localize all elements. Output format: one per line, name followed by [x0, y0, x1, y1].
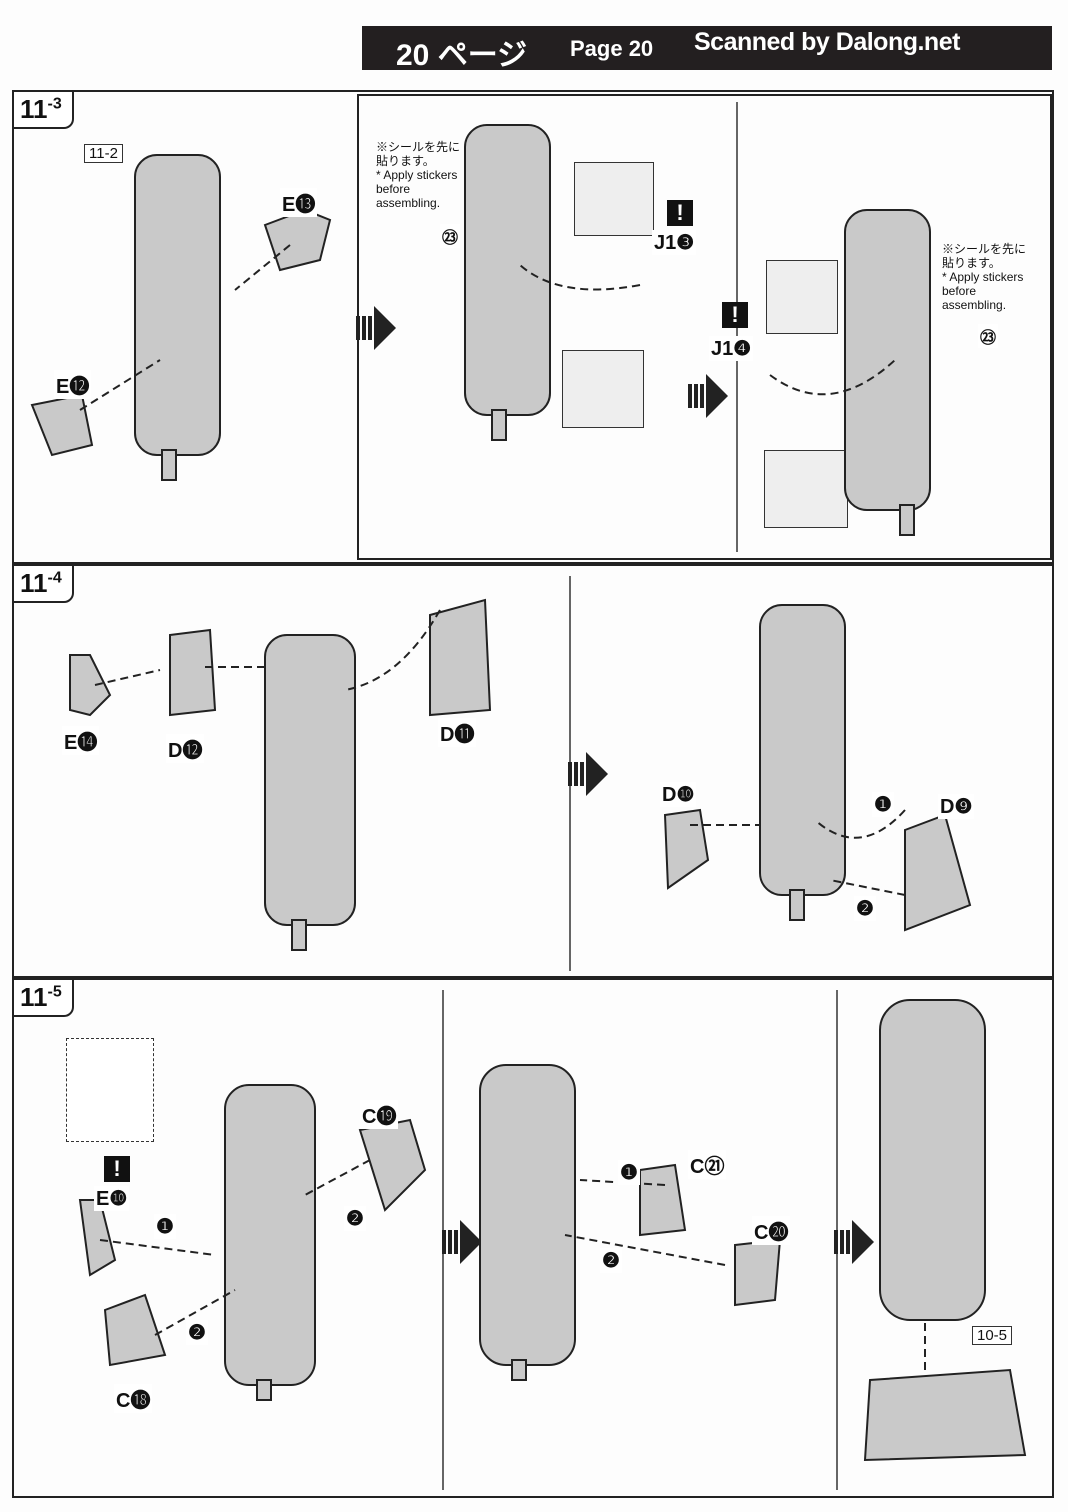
- step-11-3: 11-3 11-2 E⓭ E⓬ ※シールを先に貼ります。* Apply stic…: [12, 90, 1054, 564]
- step-number: 11: [20, 94, 48, 124]
- warning-icon: !: [104, 1156, 130, 1182]
- part-label: D⓫: [438, 718, 477, 747]
- page-title-jp: 20 ページ: [396, 39, 528, 72]
- warning-icon: !: [667, 200, 693, 226]
- order-number: ❷: [344, 1206, 366, 1231]
- detail-inset: [562, 350, 644, 428]
- part-label: D⓬: [166, 734, 205, 763]
- next-arrow-icon: [688, 374, 728, 418]
- step-number: 11: [20, 982, 48, 1012]
- part-label: E⓮: [62, 726, 100, 755]
- part-label: E❿: [94, 1186, 130, 1211]
- sticker-number: ㉓: [978, 324, 999, 348]
- part-label: J1❸: [652, 230, 697, 255]
- step-label: 11-4: [12, 564, 74, 603]
- order-number: ❷: [186, 1320, 208, 1345]
- detail-inset: [764, 450, 848, 528]
- small-parts-drawing: [30, 208, 972, 1367]
- sticker-note: ※シールを先に貼ります。* Apply stickers before asse…: [376, 140, 471, 210]
- ref-label: 10-5: [972, 1326, 1013, 1345]
- step-label: 11-5: [12, 978, 74, 1017]
- part-label: E⓬: [54, 370, 92, 399]
- next-arrow-icon: [834, 1220, 874, 1264]
- note-en: * Apply stickers before assembling.: [942, 270, 1024, 312]
- step-sub: -5: [47, 983, 62, 1001]
- part-label: C⓳: [360, 1100, 399, 1129]
- page-header: 20 ページ Page 20 Scanned by Dalong.net: [362, 26, 1052, 72]
- sticker-number: ㉓: [440, 224, 461, 248]
- note-en: * Apply stickers before assembling.: [376, 168, 458, 210]
- next-arrow-icon: [356, 306, 396, 350]
- next-arrow-icon: [442, 1220, 482, 1264]
- part-label: E⓭: [280, 188, 318, 217]
- step-11-5: 11-5 ! E❿ C⓳ C⓲ ❶ ❷ ❷ C㉑ C⓴ ❶ ❷ 10-5: [12, 978, 1054, 1498]
- step-sub: -4: [47, 569, 62, 587]
- order-number: ❷: [600, 1248, 622, 1273]
- step-label: 11-3: [12, 90, 74, 129]
- detail-inset: [574, 162, 654, 236]
- part-label: C㉑: [688, 1150, 727, 1179]
- detail-inset: [66, 1038, 154, 1142]
- warning-icon: !: [722, 302, 748, 328]
- step-number: 11: [20, 568, 48, 598]
- sticker-note: ※シールを先に貼ります。* Apply stickers before asse…: [942, 242, 1037, 312]
- detail-inset: [766, 260, 838, 334]
- step-sub: -3: [47, 95, 62, 113]
- part-label: C⓲: [114, 1384, 153, 1413]
- note-jp: ※シールを先に貼ります。: [942, 242, 1027, 270]
- part-label: D❿: [660, 782, 697, 807]
- assembly-arrows: [79, 244, 926, 1370]
- order-number: ❶: [618, 1160, 640, 1185]
- page-title-en: Page 20: [570, 36, 654, 61]
- order-number: ❷: [854, 896, 876, 921]
- ref-label: 11-2: [84, 144, 123, 163]
- order-number: ❶: [154, 1214, 176, 1239]
- part-label: J1❹: [709, 336, 754, 361]
- arm-part-drawing: [134, 124, 1027, 1462]
- watermark: Scanned by Dalong.net: [694, 28, 960, 56]
- part-label: D❾: [938, 794, 975, 819]
- next-arrow-icon: [568, 752, 608, 796]
- note-jp: ※シールを先に貼ります。: [376, 140, 461, 168]
- order-number: ❶: [872, 792, 894, 817]
- step-11-4: 11-4 E⓮ D⓬ D⓫ D❿ D❾ ❶ ❷: [12, 564, 1054, 978]
- part-label: C⓴: [752, 1216, 791, 1245]
